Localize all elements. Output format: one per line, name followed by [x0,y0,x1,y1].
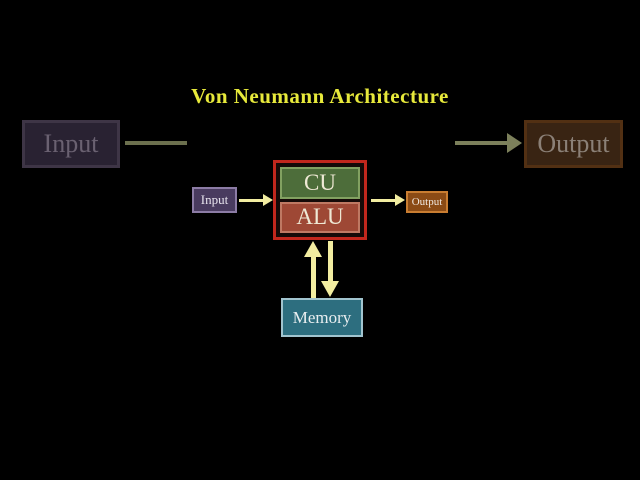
arrow-right-icon [507,133,522,153]
cpu-to-output-device-connector [455,141,508,145]
arrow-right-icon [395,194,405,206]
input-device-connector-line [125,141,187,145]
node-memory: Memory [281,298,363,337]
arrow-down-icon [321,281,339,297]
cu-label: CU [304,169,336,195]
cpu-to-memory-connector [328,241,333,282]
node-cpu: CU ALU [273,160,367,240]
arrow-up-icon [304,241,322,257]
alu-label: ALU [296,204,344,230]
node-output-port: Output [406,191,448,213]
memory-to-cpu-connector [311,256,316,298]
node-output-device: Output [524,120,623,168]
cu-box: CU [280,167,360,199]
output-port-label: Output [411,196,443,208]
node-input-device: Input [22,120,120,168]
output-device-label: Output [537,129,610,158]
alu-box: ALU [280,201,360,233]
input-device-label: Input [43,129,99,158]
node-input-port: Input [192,187,237,213]
diagram-title: Von Neumann Architecture [191,84,449,108]
input-port-label: Input [200,192,229,207]
memory-label: Memory [292,307,352,327]
arrow-right-icon [263,194,273,206]
cpu-to-output-port-connector [371,199,396,202]
input-port-to-cpu-connector [239,199,264,202]
